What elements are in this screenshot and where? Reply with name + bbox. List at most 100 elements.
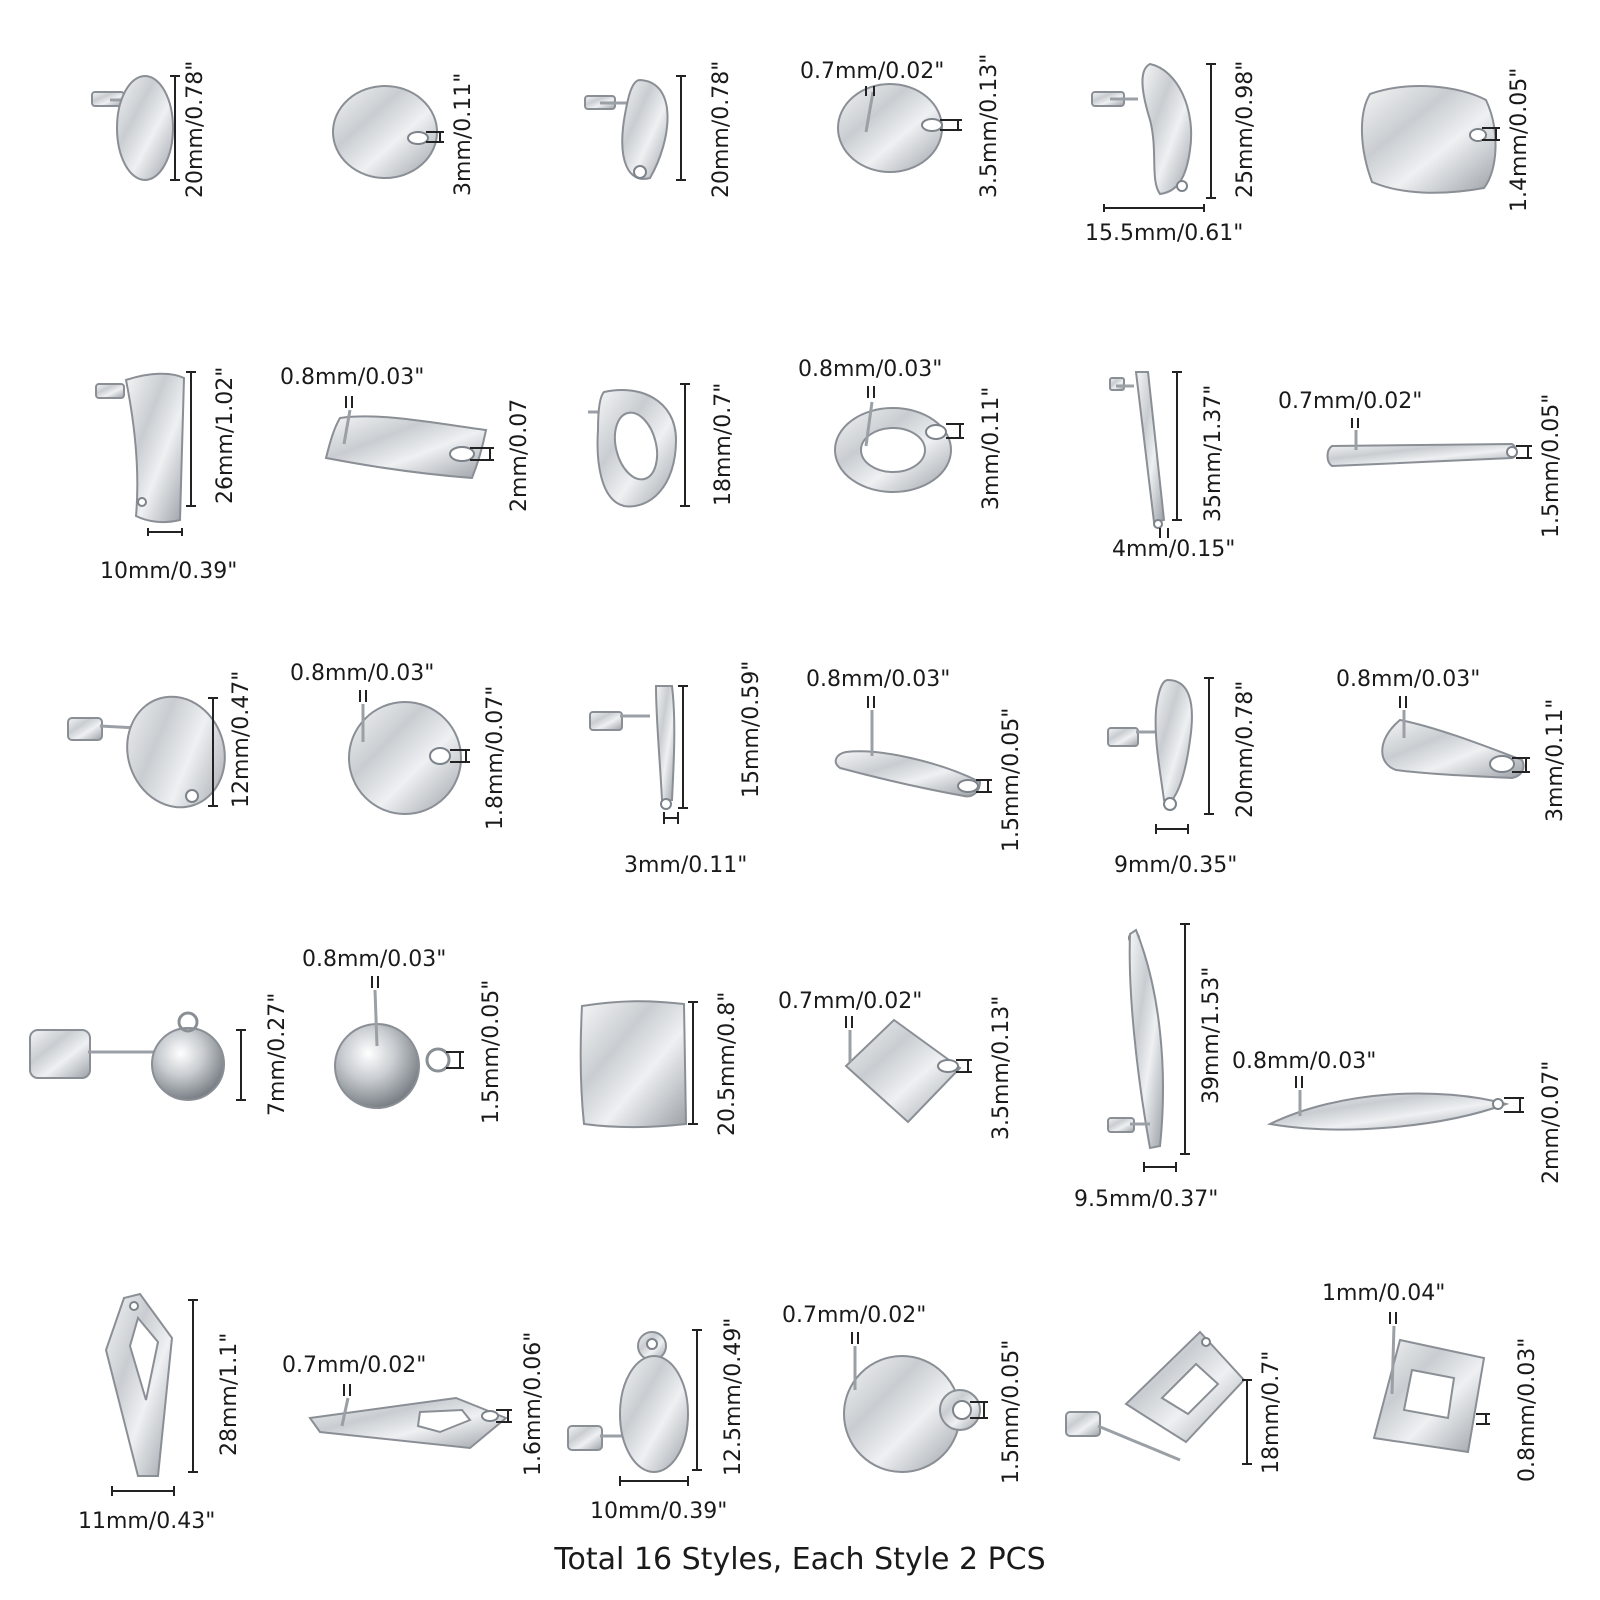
dim-label: 15mm/0.59" xyxy=(739,661,764,798)
dim-label: 3.5mm/0.13" xyxy=(977,54,1002,198)
item-curved-bar-back: 0.8mm/0.03" 2mm/0.07 xyxy=(280,365,532,512)
ear-nut-icon xyxy=(1109,377,1125,391)
square-pad-icon xyxy=(579,1000,688,1128)
dim-label: 0.7mm/0.02" xyxy=(800,59,944,84)
dim-label: 1.6mm/0.06" xyxy=(521,1332,546,1476)
item-round-disc-back: 0.7mm/0.02" 3.5mm/0.13" xyxy=(800,54,1002,198)
dim-label: 1.5mm/0.05" xyxy=(1539,394,1564,538)
ear-nut-icon xyxy=(567,1425,603,1451)
dim-label: 1.8mm/0.07" xyxy=(483,686,508,830)
item-teardrop-back: 0.8mm/0.03" 3mm/0.11" xyxy=(1336,667,1568,822)
dim-label: 0.8mm/0.03" xyxy=(806,667,950,692)
oval-pad-icon xyxy=(116,75,174,181)
dim-label: 0.8mm/0.03" xyxy=(290,661,434,686)
dim-label: 0.7mm/0.02" xyxy=(782,1303,926,1328)
dim-label: 3mm/0.11" xyxy=(624,853,747,878)
dim-label: 0.7mm/0.02" xyxy=(1278,389,1422,414)
dim-label: 1mm/0.04" xyxy=(1322,1281,1445,1306)
dim-label: 0.7mm/0.02" xyxy=(282,1353,426,1378)
item-kite-back: 0.7mm/0.02" 1.6mm/0.06" xyxy=(282,1332,546,1476)
item-narrow-bar-back: 0.8mm/0.03" 1.5mm/0.05" xyxy=(806,667,1024,852)
ear-nut-icon xyxy=(589,711,623,731)
dim-label: 3mm/0.11" xyxy=(1543,699,1568,822)
dim-label: 1.4mm/0.05" xyxy=(1507,68,1532,212)
dim-label: 20mm/0.78" xyxy=(183,61,208,198)
dim-label: 15.5mm/0.61" xyxy=(1085,221,1243,246)
curved-bar-pad-icon xyxy=(124,372,186,524)
dim-label: 9.5mm/0.37" xyxy=(1074,1187,1218,1212)
narrow-bar-pad-icon xyxy=(834,750,982,798)
dim-label: 28mm/1.1" xyxy=(217,1333,242,1456)
ear-nut-icon xyxy=(67,717,103,741)
dim-label: 10mm/0.39" xyxy=(100,559,237,584)
dim-label: 4mm/0.15" xyxy=(1112,537,1235,562)
oval-tab-pad-icon xyxy=(619,1355,689,1473)
item-square-pad: 20.5mm/0.8" xyxy=(579,992,740,1136)
item-marquise-stud-side: 39mm/1.53" 9.5mm/0.37" xyxy=(1074,923,1224,1212)
dim-label: 3mm/0.11" xyxy=(979,387,1004,510)
teardrop-pad-icon xyxy=(1381,718,1525,780)
dim-label: 35mm/1.37" xyxy=(1201,385,1226,522)
ear-nut-icon xyxy=(95,383,125,399)
ear-nut-icon xyxy=(29,1029,91,1079)
dim-label: 20mm/0.78" xyxy=(709,61,734,198)
dim-label: 1.5mm/0.05" xyxy=(479,980,504,1124)
wavy-rect-pad-icon xyxy=(1361,85,1497,194)
item-open-oval-stud: 18mm/0.7" xyxy=(588,383,736,508)
item-curved-bar-stud: 26mm/1.02" 10mm/0.39" xyxy=(95,367,238,584)
item-oval-tab-stud: 12.5mm/0.49" 10mm/0.39" xyxy=(567,1318,746,1524)
item-long-bar-back: 0.7mm/0.02" 1.5mm/0.05" xyxy=(1278,389,1564,538)
dim-label: 2mm/0.07" xyxy=(1539,1061,1564,1184)
item-teardrop-stud-side: 20mm/0.78" xyxy=(584,61,734,198)
dim-label: 12.5mm/0.49" xyxy=(721,1318,746,1476)
item-kite-pendant: 28mm/1.1" 11mm/0.43" xyxy=(78,1292,242,1534)
dim-label: 20mm/0.78" xyxy=(1233,681,1258,818)
dim-label: 3mm/0.11" xyxy=(451,73,476,196)
item-narrow-bar-stud: 15mm/0.59" 3mm/0.11" xyxy=(589,661,764,878)
dim-label: 2mm/0.07 xyxy=(507,399,532,512)
dim-label: 0.8mm/0.03" xyxy=(302,947,446,972)
dim-label: 3.5mm/0.13" xyxy=(989,996,1014,1140)
dim-label: 18mm/0.7" xyxy=(711,383,736,506)
dim-label: 7mm/0.27" xyxy=(265,993,290,1116)
diamond-pad-icon xyxy=(844,1018,962,1124)
item-ball-stud-back: 0.8mm/0.03" 1.5mm/0.05" xyxy=(302,947,504,1124)
dim-label: 20.5mm/0.8" xyxy=(715,992,740,1136)
flat-oval-pad-icon xyxy=(126,695,226,809)
item-long-bar-stud: 35mm/1.37" 4mm/0.15" xyxy=(1109,371,1235,562)
dim-label: 0.7mm/0.02" xyxy=(778,989,922,1014)
dim-label: 0.8mm/0.03" xyxy=(1232,1049,1376,1074)
dim-label: 26mm/1.02" xyxy=(213,367,238,504)
item-oval-stud-side: 20mm/0.78" xyxy=(91,61,208,198)
dim-label: 1.5mm/0.05" xyxy=(999,1340,1024,1484)
item-marquise-back: 0.8mm/0.03" 2mm/0.07" xyxy=(1232,1049,1564,1184)
item-teardrop-bar-stud: 20mm/0.78" 9mm/0.35" xyxy=(1107,677,1258,878)
flat-round-pad-icon xyxy=(348,701,462,815)
dim-label: 9mm/0.35" xyxy=(1114,853,1237,878)
item-open-ring-back: 0.8mm/0.03" 3mm/0.11" xyxy=(798,357,1004,510)
item-open-rhombus-stud: 18mm/0.7" xyxy=(1065,1330,1284,1474)
teardrop-pad-icon xyxy=(621,78,669,180)
item-wavy-rect-back: 1.4mm/0.05" xyxy=(1361,68,1532,212)
curved-bar-pad-icon xyxy=(324,415,488,480)
item-diamond-back: 0.7mm/0.02" 3.5mm/0.13" xyxy=(778,989,1014,1140)
ball-icon xyxy=(151,1027,225,1101)
ear-nut-icon xyxy=(1065,1411,1101,1437)
dim-label: 12mm/0.47" xyxy=(229,671,254,808)
dim-label: 11mm/0.43" xyxy=(78,1509,215,1534)
dim-label: 10mm/0.39" xyxy=(590,1499,727,1524)
item-ball-stud-side: 7mm/0.27" xyxy=(29,993,290,1116)
dim-label: 0.8mm/0.03" xyxy=(798,357,942,382)
item-flat-oval-stud: 12mm/0.47" xyxy=(67,671,254,809)
item-wavy-leaf-stud: 25mm/0.98" 15.5mm/0.61" xyxy=(1085,61,1258,246)
dim-label: 0.8mm/0.03" xyxy=(1336,667,1480,692)
dim-label: 1.5mm/0.05" xyxy=(999,708,1024,852)
item-open-rhombus-back: 1mm/0.04" 0.8mm/0.03" xyxy=(1322,1281,1540,1482)
dim-label: 39mm/1.53" xyxy=(1199,967,1224,1104)
dim-label: 18mm/0.7" xyxy=(1259,1351,1284,1474)
long-bar-pad-icon xyxy=(1134,371,1166,524)
wavy-leaf-pad-icon xyxy=(1141,62,1193,196)
teardrop-bar-pad-icon xyxy=(1154,678,1193,801)
marquise-pad-icon xyxy=(1128,928,1164,1150)
